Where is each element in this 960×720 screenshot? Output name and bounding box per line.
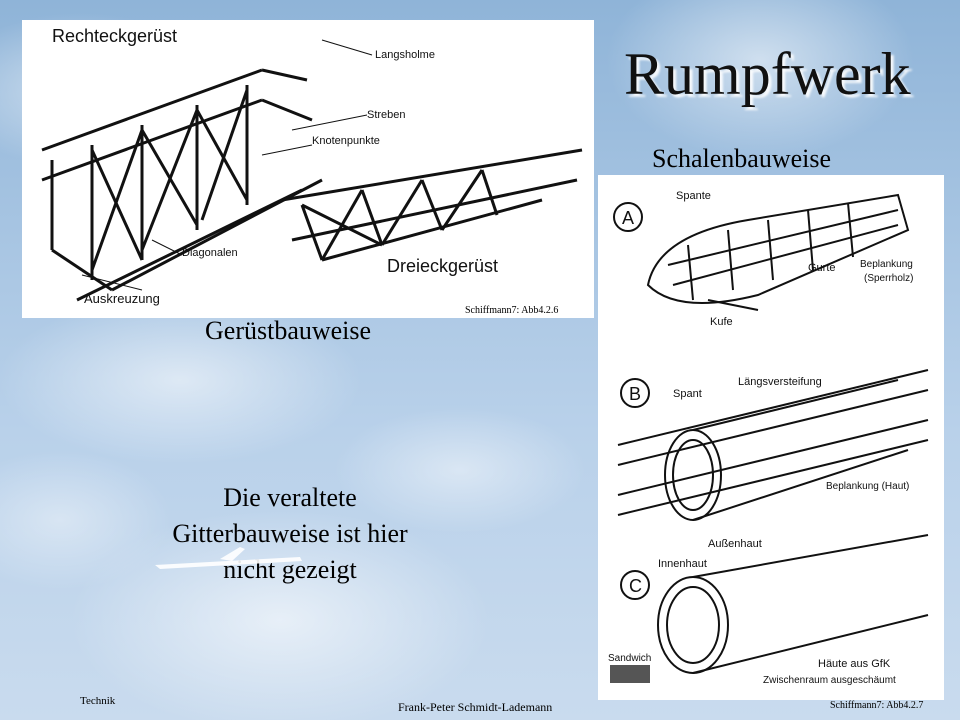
frame-construction-figure: Rechteckgerüst Langsholme Streben Knoten… xyxy=(22,20,594,318)
label-langsholme: Langsholme xyxy=(375,49,435,61)
label-gurte: Gurte xyxy=(808,262,836,274)
label-dreieckgeruest: Dreieckgerüst xyxy=(387,256,498,276)
fuselage-a-drawing xyxy=(646,193,910,311)
sandwich-sample xyxy=(610,665,650,683)
subtitle-geruestbauweise: Gerüstbauweise xyxy=(205,316,372,345)
label-diagonalen: Diagonalen xyxy=(182,247,238,259)
label-spante: Spante xyxy=(676,190,711,202)
note-line-2: Gitterbauweise ist hier xyxy=(172,519,408,548)
label-innenhaut: Innenhaut xyxy=(658,558,707,570)
label-knotenpunkte: Knotenpunkte xyxy=(312,135,380,147)
label-laengsversteifung: Längsversteifung xyxy=(738,376,822,388)
label-rechteckgeruest: Rechteckgerüst xyxy=(52,26,177,46)
label-haeute-aus-gfk: Häute aus GfK xyxy=(818,658,891,670)
footer-technik: Technik xyxy=(80,695,116,707)
footer-author: Frank-Peter Schmidt-Lademann xyxy=(398,700,553,714)
label-aussenhaut: Außenhaut xyxy=(708,538,762,550)
slide-title: Rumpfwerk xyxy=(624,41,911,107)
shell-construction-figure: A B C Spante Beplankung (Sperrholz) Gurt… xyxy=(598,175,944,700)
label-zwischenraum: Zwischenraum ausgeschäumt xyxy=(763,675,896,686)
shell-drawing: A B C Spante Beplankung (Sperrholz) Gurt… xyxy=(608,190,929,686)
marker-b: B xyxy=(629,384,641,404)
marker-a-circle xyxy=(613,202,643,232)
glider-silhouette xyxy=(155,547,302,569)
label-streben: Streben xyxy=(367,109,406,121)
right-figure-caption: Schiffmann7: Abb4.2.7 xyxy=(830,700,924,711)
fuselage-c-drawing xyxy=(657,534,929,674)
marker-c: C xyxy=(629,576,642,596)
subtitle-schalenbauweise: Schalenbauweise xyxy=(652,144,832,173)
triangular-frame-drawing xyxy=(281,148,583,262)
marker-c-circle xyxy=(620,570,650,600)
label-spant: Spant xyxy=(673,388,702,400)
fuselage-b-drawing xyxy=(617,369,929,521)
label-auskreuzung: Auskreuzung xyxy=(84,291,160,306)
label-beplankung-b: Beplankung (Haut) xyxy=(826,481,909,492)
label-sperrholz: (Sperrholz) xyxy=(864,273,913,284)
marker-b-circle xyxy=(620,378,650,408)
label-kufe: Kufe xyxy=(710,316,733,328)
frame-drawing: Rechteckgerüst Langsholme Streben Knoten… xyxy=(41,26,583,306)
rectangular-frame-drawing xyxy=(41,68,323,302)
note-line-1: Die veraltete xyxy=(223,483,357,512)
label-beplankung-a: Beplankung xyxy=(860,259,913,270)
marker-a: A xyxy=(622,208,634,228)
label-sandwich: Sandwich xyxy=(608,653,651,664)
leader-lines xyxy=(81,39,373,291)
left-figure-caption: Schiffmann7: Abb4.2.6 xyxy=(465,305,559,316)
